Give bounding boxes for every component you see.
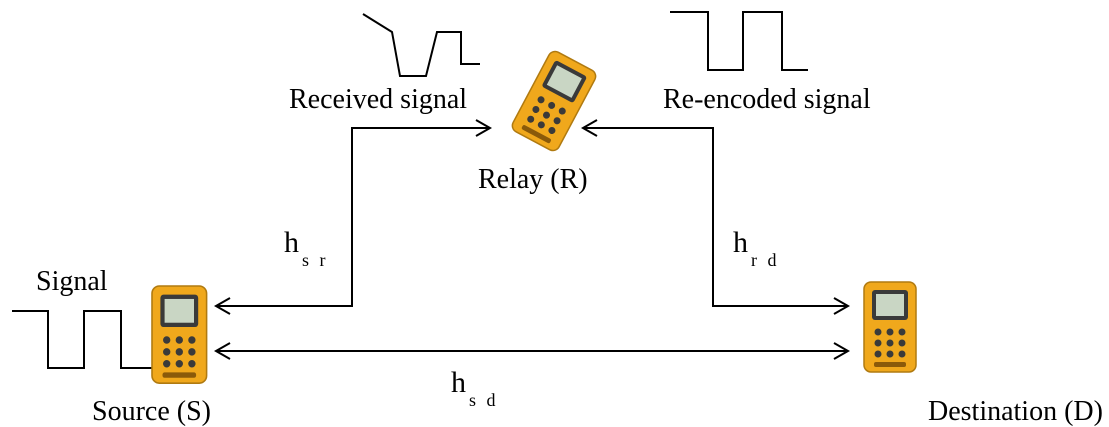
received-signal-label: Received signal: [289, 84, 468, 115]
signal-label: Signal: [36, 266, 108, 297]
reencoded-signal-label: Re-encoded signal: [663, 84, 871, 115]
source-label: Source (S): [92, 396, 211, 427]
relay-device-icon: [509, 48, 599, 154]
arrowhead-to-destination-upper: [833, 297, 851, 315]
channel-sd-sub: s d: [469, 390, 499, 410]
reencoded-signal-waveform: [670, 11, 808, 71]
received-signal-waveform: [362, 13, 480, 77]
arrowhead-to-source-lower: [213, 342, 231, 360]
arrowhead-to-destination-lower: [833, 342, 851, 360]
source-device-icon: [151, 285, 208, 385]
channel-sr-sub: s r: [302, 250, 329, 270]
arrowhead-from-relay: [580, 119, 598, 137]
destination-label: Destination (D): [928, 396, 1103, 427]
arrowhead-to-relay: [475, 119, 493, 137]
channel-label-sr: hs r: [284, 226, 329, 270]
relay-label: Relay (R): [478, 164, 588, 195]
channel-sd-main: h: [451, 366, 466, 399]
channel-rd-main: h: [733, 226, 748, 259]
channel-label-sd: hs d: [451, 366, 499, 410]
source-signal-waveform: [12, 310, 152, 369]
source-relay-link: [218, 127, 488, 307]
relay-destination-link: [585, 127, 846, 307]
destination-device-icon: [863, 281, 917, 373]
channel-label-rd: hr d: [733, 226, 780, 270]
channel-rd-sub: r d: [751, 250, 780, 270]
arrowhead-to-source-upper: [213, 297, 231, 315]
channel-sr-main: h: [284, 226, 299, 259]
